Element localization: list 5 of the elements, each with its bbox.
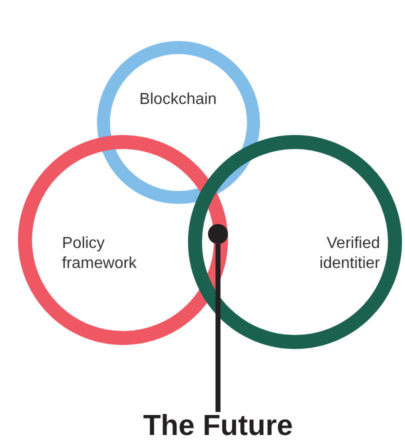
circle-label: Verified identitier [318,234,380,274]
leader-line [216,244,220,412]
leader-text: The Future [118,408,318,444]
circle-label: Policy framework [62,234,138,274]
circle-label: Blockchain [138,90,218,110]
